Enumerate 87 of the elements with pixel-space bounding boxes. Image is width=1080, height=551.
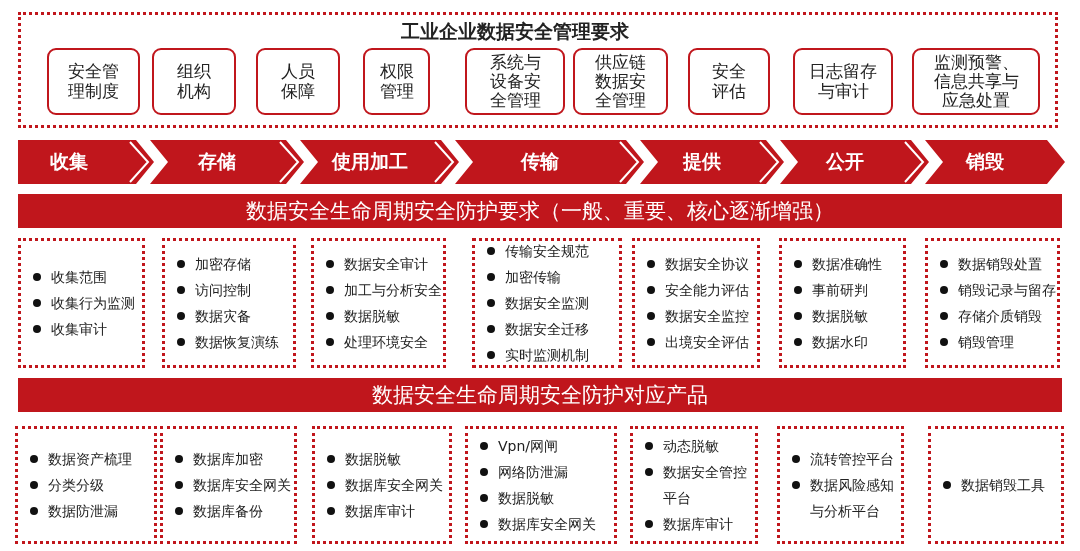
list-text: 数据库审计 bbox=[345, 503, 415, 519]
requirement-box: 权限管理 bbox=[363, 48, 430, 115]
list-text: 销毁管理 bbox=[958, 334, 1014, 350]
list-text: 存储介质销毁 bbox=[958, 308, 1042, 324]
list-text: 数据风险感知与分析平台 bbox=[810, 477, 894, 519]
process-step: 使用加工 bbox=[300, 140, 459, 184]
list-text: 加密存储 bbox=[195, 256, 251, 272]
dotted-box bbox=[311, 238, 446, 368]
process-step: 存储 bbox=[150, 140, 304, 184]
list-text: 访问控制 bbox=[195, 282, 251, 298]
list-text: 数据库安全网关 bbox=[498, 516, 596, 532]
arrow bbox=[434, 141, 455, 183]
list-text: Vpn/网闸 bbox=[498, 438, 559, 454]
list-text: 处理环境安全 bbox=[344, 334, 428, 350]
dotted-box bbox=[312, 426, 452, 544]
arrow bbox=[759, 141, 780, 183]
list-text: 收集范围 bbox=[51, 269, 107, 285]
arrow bbox=[129, 141, 150, 183]
list-text: 数据安全监控 bbox=[665, 308, 749, 324]
requirement-box: 组织机构 bbox=[152, 48, 236, 115]
process-step: 公开 bbox=[780, 140, 929, 184]
dotted-box bbox=[632, 238, 760, 368]
requirement-box: 供应链数据安全管理 bbox=[573, 48, 668, 115]
list-text: 数据库备份 bbox=[193, 503, 263, 519]
list-text: 数据安全迁移 bbox=[505, 321, 589, 337]
list-text: 数据销毁工具 bbox=[961, 477, 1045, 493]
requirement-box: 日志留存与审计 bbox=[793, 48, 893, 115]
list-text: 数据销毁处置 bbox=[958, 256, 1042, 272]
dotted-box bbox=[162, 238, 296, 368]
list-text: 收集审计 bbox=[51, 321, 107, 337]
dotted-box bbox=[925, 238, 1060, 368]
arrow bbox=[904, 141, 925, 183]
list-text: 数据脱敏 bbox=[344, 308, 400, 324]
process-step: 销毁 bbox=[925, 140, 1065, 184]
list-text: 数据水印 bbox=[812, 334, 868, 350]
list-text: 流转管控平台 bbox=[810, 451, 894, 467]
list-text: 数据安全审计 bbox=[344, 256, 428, 272]
arrow bbox=[279, 141, 300, 183]
list-text: 数据脱敏 bbox=[812, 308, 868, 324]
list-text: 动态脱敏 bbox=[663, 438, 719, 454]
requirement-box: 监测预警、信息共享与应急处置 bbox=[912, 48, 1040, 115]
dotted-box bbox=[928, 426, 1064, 544]
dotted-box bbox=[465, 426, 617, 544]
list-text: 销毁记录与留存 bbox=[958, 282, 1056, 298]
dotted-frame bbox=[18, 12, 1058, 128]
process-step: 提供 bbox=[640, 140, 784, 184]
dotted-box bbox=[15, 426, 157, 544]
dotted-box bbox=[160, 426, 297, 544]
list-text: 数据库加密 bbox=[193, 451, 263, 467]
arrow bbox=[619, 141, 640, 183]
list-text: 数据恢复演练 bbox=[195, 334, 279, 350]
process-step: 传输 bbox=[455, 140, 644, 184]
list-text: 数据库安全网关 bbox=[193, 477, 291, 493]
list-text: 加工与分析安全 bbox=[344, 282, 442, 298]
requirement-box: 人员保障 bbox=[256, 48, 340, 115]
list-text: 数据安全管控平台 bbox=[663, 464, 747, 506]
banner: 数据安全生命周期安全防护对应产品 bbox=[18, 378, 1062, 412]
list-text: 数据库审计 bbox=[663, 516, 733, 532]
list-text: 事前研判 bbox=[812, 282, 868, 298]
list-text: 数据准确性 bbox=[812, 256, 882, 272]
requirement-box: 安全评估 bbox=[688, 48, 770, 115]
list-text: 数据灾备 bbox=[195, 308, 251, 324]
list-text: 传输安全规范 bbox=[505, 243, 589, 259]
dotted-box bbox=[777, 426, 904, 544]
dotted-box bbox=[18, 238, 145, 368]
list-text: 数据防泄漏 bbox=[48, 503, 118, 519]
list-text: 出境安全评估 bbox=[665, 334, 749, 350]
dotted-box bbox=[779, 238, 906, 368]
list-text: 加密传输 bbox=[505, 269, 561, 285]
process-step: 收集 bbox=[18, 140, 154, 184]
list-text: 分类分级 bbox=[48, 477, 104, 493]
list-text: 安全能力评估 bbox=[665, 282, 749, 298]
list-text: 数据脱敏 bbox=[345, 451, 401, 467]
list-text: 数据资产梳理 bbox=[48, 451, 132, 467]
dotted-box bbox=[472, 238, 622, 368]
heading: 工业企业数据安全管理要求 bbox=[401, 19, 629, 44]
list-text: 网络防泄漏 bbox=[498, 464, 568, 480]
dotted-box bbox=[630, 426, 758, 544]
list-text: 收集行为监测 bbox=[51, 295, 135, 311]
list-text: 数据脱敏 bbox=[498, 490, 554, 506]
list-text: 实时监测机制 bbox=[505, 347, 589, 363]
list-text: 数据安全协议 bbox=[665, 256, 749, 272]
banner: 数据安全生命周期安全防护要求（一般、重要、核心逐渐增强） bbox=[18, 194, 1062, 228]
list-text: 数据库安全网关 bbox=[345, 477, 443, 493]
requirement-box: 安全管理制度 bbox=[47, 48, 140, 115]
list-text: 数据安全监测 bbox=[505, 295, 589, 311]
requirement-box: 系统与设备安全管理 bbox=[465, 48, 565, 115]
